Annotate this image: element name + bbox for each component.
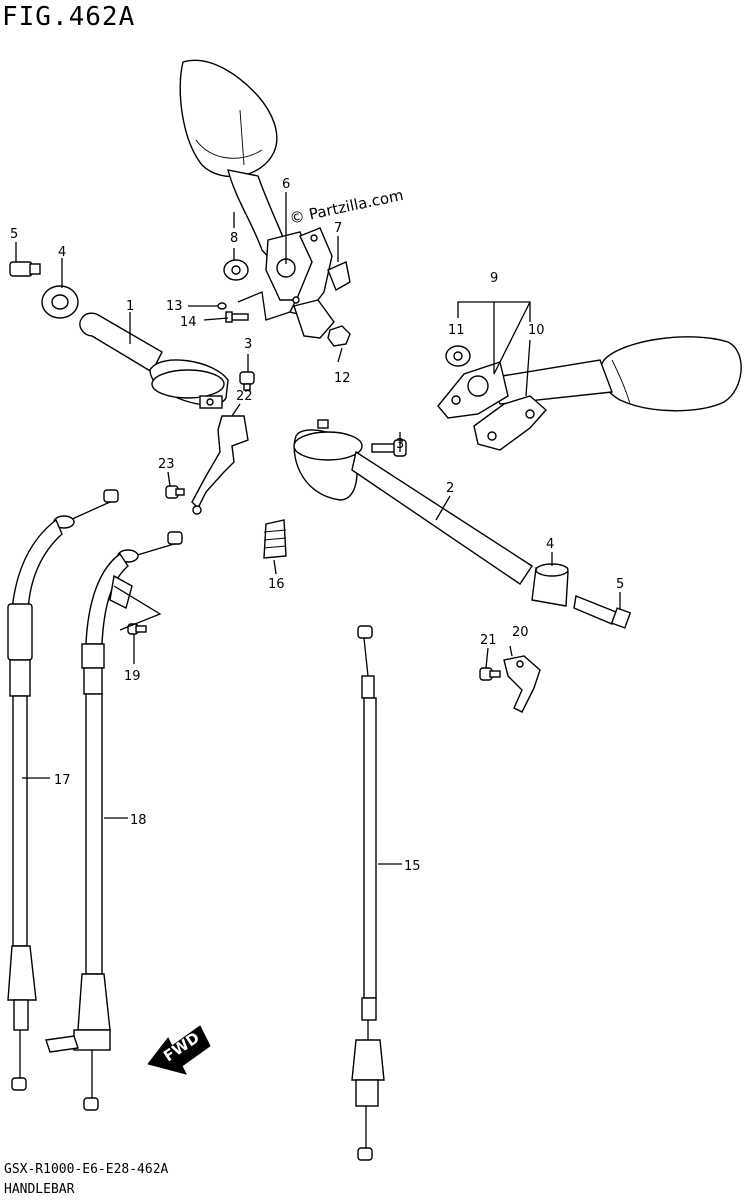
- leader-lines: [15, 192, 621, 865]
- callout-3-right: 3: [396, 437, 404, 452]
- callout-8: 8: [230, 231, 238, 246]
- callout-2: 2: [446, 481, 454, 496]
- callout-5-right: 5: [616, 577, 624, 592]
- right-handlebar: [293, 419, 533, 585]
- bracket-20: [503, 655, 541, 713]
- mirror-bracket: [265, 227, 351, 339]
- bolt-3-left: [239, 371, 255, 391]
- screw-21: [479, 667, 501, 681]
- bar-end-weight-right: [531, 563, 569, 607]
- nut-8: [223, 259, 249, 281]
- callout-13: 13: [166, 299, 183, 314]
- callout-5-left: 5: [10, 227, 18, 242]
- callout-22: 22: [236, 389, 253, 404]
- left-handlebar: [79, 312, 229, 409]
- nut-11: [445, 345, 471, 367]
- callout-17: 17: [54, 773, 71, 788]
- bar-end-bolt-right: [573, 595, 632, 629]
- bar-end-weight-left: [41, 285, 79, 319]
- footer-code: GSX-R1000-E6-E28-462A: [4, 1162, 169, 1177]
- callout-4-left: 4: [58, 245, 66, 260]
- throttle-cable-18: [45, 531, 183, 1111]
- nut-12: [327, 325, 351, 347]
- callout-16: 16: [268, 577, 285, 592]
- callout-12: 12: [334, 371, 351, 386]
- callout-21: 21: [480, 633, 497, 648]
- callout-4-right: 4: [546, 537, 554, 552]
- callout-6: 6: [282, 177, 290, 192]
- callout-10: 10: [528, 323, 545, 338]
- callout-23: 23: [158, 457, 175, 472]
- callout-3-left: 3: [244, 337, 252, 352]
- callout-numbers: 5 4 1 8 6 7 13 14 3 12 9 11 10 22 23 3 2…: [10, 177, 624, 874]
- fwd-arrow-icon: FWD: [147, 1025, 211, 1075]
- bar-end-bolt-left: [9, 261, 41, 277]
- callout-11: 11: [448, 323, 465, 338]
- right-mirror: [489, 336, 742, 412]
- screw-14: [217, 302, 249, 323]
- callout-15: 15: [404, 859, 421, 874]
- footer-name: HANDLEBAR: [4, 1182, 75, 1197]
- callout-20: 20: [512, 625, 529, 640]
- right-mirror-bracket: [437, 361, 547, 451]
- callout-9: 9: [490, 271, 498, 286]
- clutch-cable-15: [351, 625, 385, 1161]
- callout-14: 14: [180, 315, 197, 330]
- callout-19: 19: [124, 669, 141, 684]
- figure-title: FIG.462A: [2, 2, 136, 32]
- boot-16: [263, 519, 287, 559]
- callout-7: 7: [334, 221, 342, 236]
- screw-23: [165, 485, 185, 499]
- callout-18: 18: [130, 813, 147, 828]
- throttle-cable-17: [7, 489, 119, 1091]
- callout-1: 1: [126, 299, 134, 314]
- cable-clip-22: [191, 415, 249, 515]
